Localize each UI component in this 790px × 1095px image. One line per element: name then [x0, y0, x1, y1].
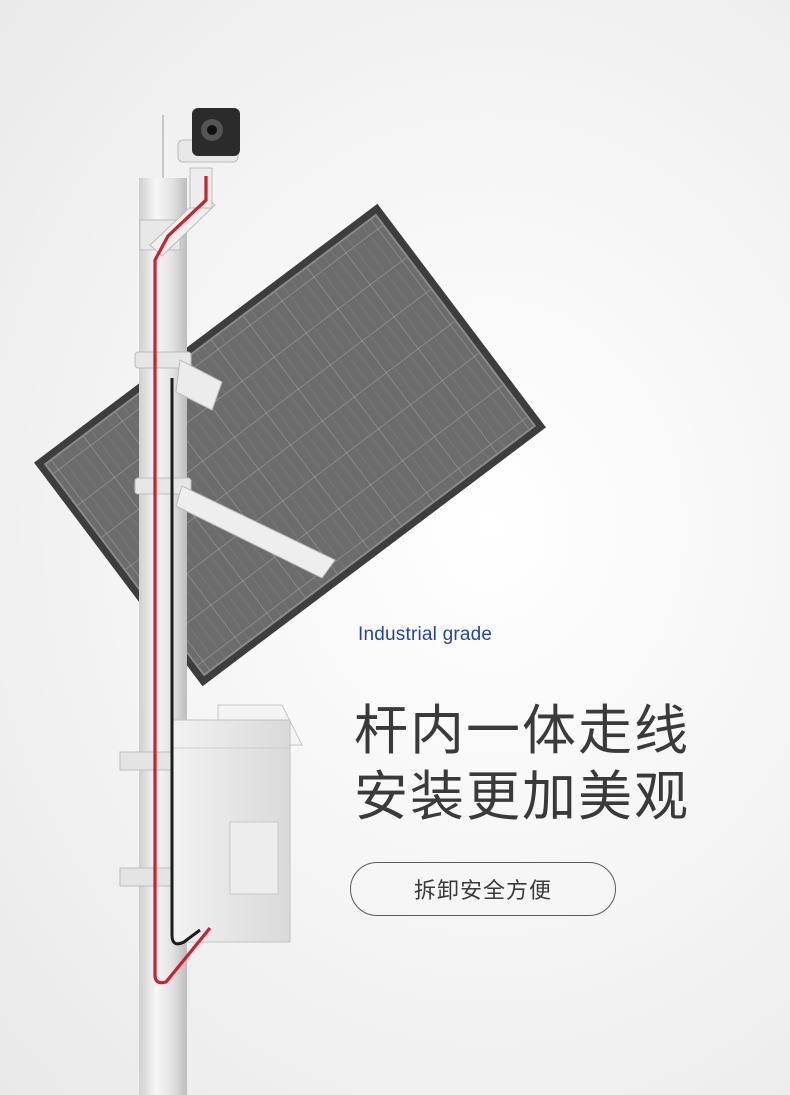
headline-line-1: 杆内一体走线 — [354, 699, 690, 762]
panel-bracket — [134, 351, 336, 579]
headline: 杆内一体走线 安装更加美观 — [354, 698, 690, 830]
bullet-camera-icon — [139, 108, 240, 257]
pole — [139, 178, 187, 1095]
electrical-box-icon — [119, 704, 303, 943]
headline-line-2: 安装更加美观 — [354, 765, 690, 828]
tagline: Industrial grade — [358, 624, 493, 645]
red-cable — [153, 176, 212, 985]
feature-badge: 拆卸安全方便 — [350, 862, 616, 916]
black-cable — [170, 378, 201, 946]
solar-panel-icon — [34, 203, 546, 687]
